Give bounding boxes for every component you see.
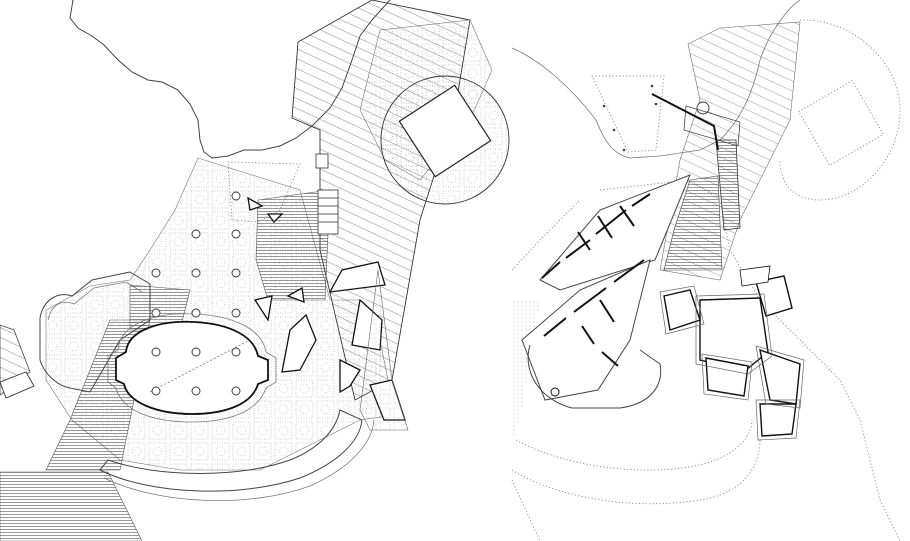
- post-marker-right: [550, 387, 560, 397]
- dotted-terrace-arc: [511, 439, 761, 505]
- dotted-terrace-arc-2: [515, 419, 753, 471]
- curved-base-outer: [103, 419, 375, 501]
- right-edge-band: [359, 269, 409, 431]
- structural-walls: [541, 93, 719, 367]
- right-plan: [511, 0, 901, 541]
- small-post-right: [696, 101, 710, 115]
- left-plan: [0, 0, 510, 541]
- lawn-hatch-bottom: [0, 471, 143, 541]
- dotted-trapezoid: [591, 75, 665, 153]
- faceted-pavilions-outline: [659, 285, 805, 441]
- dotted-pavilion-square: [798, 80, 884, 166]
- dotted-pavilion-circle: [779, 19, 901, 201]
- central-ramp-right: [663, 175, 723, 271]
- stair-column: [315, 153, 339, 235]
- stair-right: [715, 139, 741, 231]
- oval-pool-coping: [107, 313, 277, 423]
- curved-wing-base: [527, 344, 662, 409]
- dotted-edge-left: [511, 199, 581, 271]
- post-grid: [151, 191, 241, 396]
- scalloped-terrace: [39, 271, 151, 393]
- dotted-edge-bottom: [511, 479, 541, 541]
- scalloped-terrace-inner: [47, 281, 143, 321]
- curved-base-terrace: [99, 409, 363, 492]
- small-box-left: [0, 371, 35, 399]
- oval-pool: [115, 320, 269, 415]
- dotted-posts: [602, 84, 658, 152]
- wing-lower: [521, 259, 651, 401]
- faceted-pavilions: [663, 265, 801, 437]
- square-pavilion: [398, 84, 492, 178]
- wing-upper: [539, 174, 691, 291]
- small-box-right: [683, 105, 741, 147]
- dotted-courtyard: [599, 179, 901, 541]
